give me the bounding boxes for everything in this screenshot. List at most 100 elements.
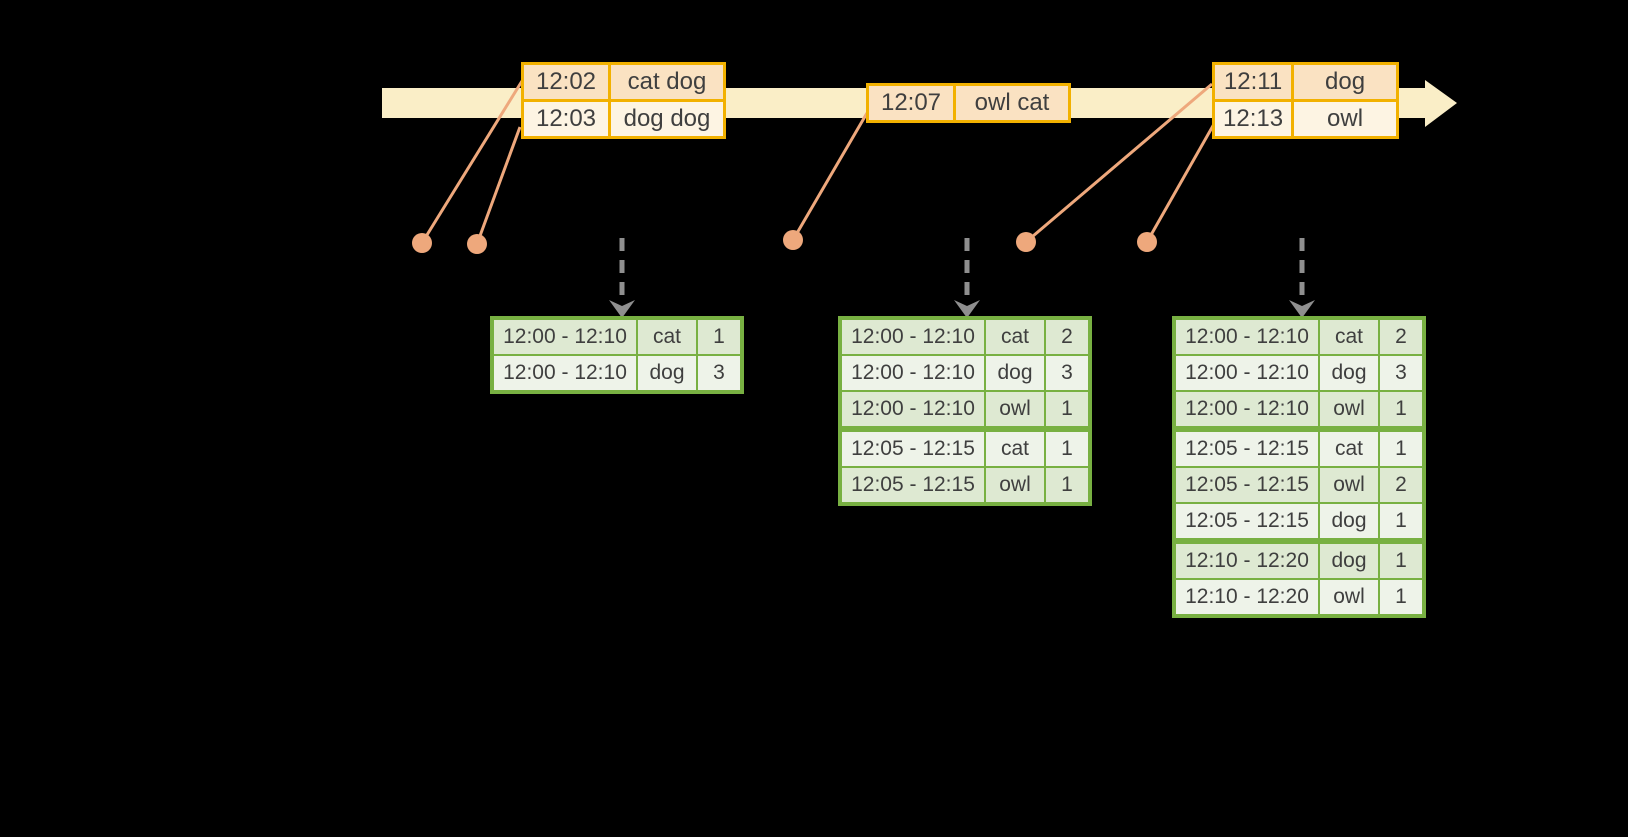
window-cell: 12:10 - 12:20 (1173, 578, 1320, 617)
trigger-arrows (609, 238, 1315, 318)
event-dots (412, 230, 1157, 254)
event-dot (467, 234, 487, 254)
event-dot (1137, 232, 1157, 252)
word-cell: owl (1318, 578, 1380, 617)
word-cell: dog (1318, 538, 1380, 580)
count-cell: 2 (1044, 317, 1091, 356)
event-time-cell: 12:02 (521, 62, 611, 102)
trigger-arrow-head (609, 300, 635, 318)
event-connector-lines (420, 80, 1216, 245)
window-cell: 12:05 - 12:15 (1173, 466, 1320, 504)
count-cell: 1 (1378, 578, 1425, 617)
event-time-cell: 12:03 (521, 99, 611, 139)
word-cell: cat (984, 426, 1046, 468)
event-time-cell: 12:13 (1211, 99, 1295, 139)
window-cell: 12:00 - 12:10 (839, 354, 986, 392)
event-connector-line (475, 126, 522, 245)
count-cell: 1 (1378, 538, 1425, 580)
word-cell: dog (636, 354, 698, 393)
word-cell: owl (1318, 390, 1380, 430)
word-cell: owl (984, 390, 1046, 430)
event-connector-line (1025, 82, 1213, 244)
count-cell: 1 (1378, 426, 1425, 468)
word-cell: dog (984, 354, 1046, 392)
window-cell: 12:00 - 12:10 (1173, 317, 1320, 356)
window-cell: 12:00 - 12:10 (1173, 354, 1320, 392)
count-cell: 2 (1378, 466, 1425, 504)
window-cell: 12:05 - 12:15 (839, 466, 986, 505)
event-dot (1016, 232, 1036, 252)
window-cell: 12:05 - 12:15 (1173, 502, 1320, 542)
word-cell: dog (1318, 502, 1380, 542)
event-connector-line (1145, 123, 1216, 243)
trigger-arrow-head (954, 300, 980, 318)
window-cell: 12:00 - 12:10 (491, 354, 638, 393)
count-cell: 3 (696, 354, 743, 393)
word-cell: dog (1318, 354, 1380, 392)
event-words-cell: owl cat (953, 83, 1071, 123)
trigger-arrow-head (1289, 300, 1315, 318)
count-cell: 2 (1378, 317, 1425, 356)
window-cell: 12:00 - 12:10 (839, 390, 986, 430)
word-cell: cat (984, 317, 1046, 356)
word-cell: owl (984, 466, 1046, 505)
count-cell: 1 (1044, 390, 1091, 430)
window-cell: 12:05 - 12:15 (839, 426, 986, 468)
window-cell: 12:00 - 12:10 (1173, 390, 1320, 430)
count-cell: 3 (1378, 354, 1425, 392)
count-cell: 1 (1378, 502, 1425, 542)
count-cell: 1 (696, 317, 743, 356)
event-words-cell: cat dog (608, 62, 726, 102)
window-cell: 12:10 - 12:20 (1173, 538, 1320, 580)
event-words-cell: dog dog (608, 99, 726, 139)
event-words-cell: dog (1291, 62, 1400, 102)
count-cell: 1 (1378, 390, 1425, 430)
count-cell: 1 (1044, 466, 1091, 505)
window-cell: 12:00 - 12:10 (839, 317, 986, 356)
event-connector-line (791, 112, 869, 241)
event-dot (783, 230, 803, 250)
word-cell: cat (636, 317, 698, 356)
word-cell: cat (1318, 317, 1380, 356)
window-cell: 12:05 - 12:15 (1173, 426, 1320, 468)
event-connector-line (420, 80, 524, 244)
event-time-cell: 12:11 (1211, 62, 1295, 102)
count-cell: 1 (1044, 426, 1091, 468)
event-dot (412, 233, 432, 253)
word-cell: cat (1318, 426, 1380, 468)
event-time-cell: 12:07 (866, 83, 956, 123)
event-words-cell: owl (1291, 99, 1400, 139)
